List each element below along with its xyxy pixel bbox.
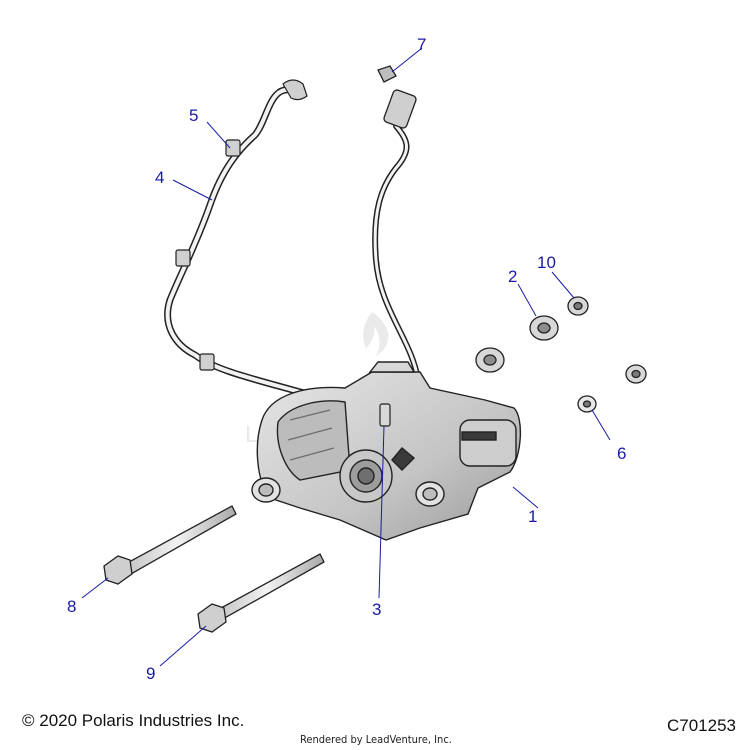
callout-1: 1 [528, 507, 538, 526]
sensor-wire [372, 123, 421, 383]
callout-3: 3 [372, 600, 382, 619]
gearcase-housing [251, 361, 522, 541]
copyright-text: © 2020 Polaris Industries Inc. [22, 711, 245, 730]
leader-lines [81, 47, 611, 667]
sensor-connector [377, 65, 417, 129]
bolts [103, 505, 325, 633]
vent-fitting [379, 403, 391, 427]
callout-10: 10 [537, 253, 556, 272]
bushings [475, 296, 647, 413]
diagram-code: C701253 [666, 716, 736, 735]
callout-4: 4 [155, 168, 165, 187]
callout-6: 6 [617, 444, 627, 463]
callout-8: 8 [67, 597, 77, 616]
hose-clip [175, 139, 241, 371]
callout-2: 2 [508, 267, 518, 286]
callout-7: 7 [417, 35, 427, 54]
rendered-by-text: Rendered by LeadVenture, Inc. [300, 733, 452, 746]
callout-5: 5 [189, 106, 199, 125]
callout-9: 9 [146, 664, 156, 683]
